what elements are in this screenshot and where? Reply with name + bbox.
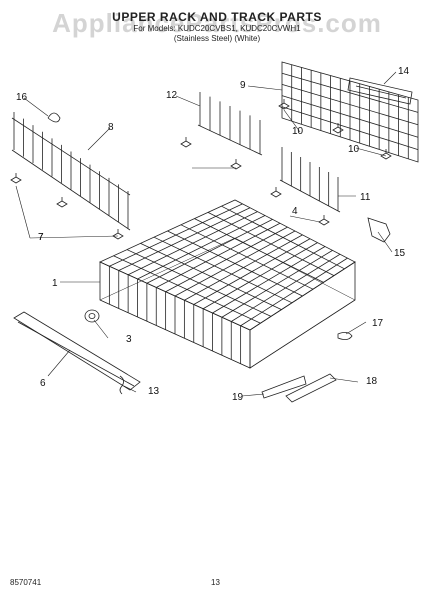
callout-9: 9	[240, 80, 246, 91]
model-variant: (Stainless Steel) (White)	[173, 34, 261, 43]
callout-7: 7	[38, 232, 44, 243]
doc-number: 8570741	[10, 578, 42, 587]
part-12-tine-row	[197, 92, 263, 156]
part-3-wheel	[84, 309, 100, 323]
callout-17: 17	[372, 318, 384, 329]
part-19-rail-left	[261, 375, 307, 399]
callout-4: 4	[292, 206, 298, 217]
part-1-upper-rack	[99, 199, 356, 369]
callout-12: 12	[166, 90, 178, 101]
model-numbers: For Models: KUDC20CVBS1, KUDC20CVWH1	[133, 24, 301, 33]
part-18-rail	[285, 373, 337, 403]
watermark: AppliancePartsPros.com	[52, 8, 382, 38]
callout-8: 8	[108, 122, 114, 133]
callout-3: 3	[126, 334, 132, 345]
part-6-track	[13, 311, 141, 391]
part-16-clip	[47, 112, 61, 123]
part-13-clip	[119, 375, 124, 395]
part-9-grid-panel	[281, 61, 419, 163]
callout-16: 16	[16, 92, 28, 103]
callout-6: 6	[40, 378, 46, 389]
part-11-tine-row	[279, 147, 341, 213]
callout-1: 1	[52, 278, 58, 289]
part-8-tine-row	[11, 112, 131, 231]
small-clips	[10, 99, 392, 240]
diagram-title: UPPER RACK AND TRACK PARTS	[112, 10, 322, 24]
part-17-stop	[337, 332, 353, 340]
callout-13: 13	[148, 386, 160, 397]
callout-11: 11	[360, 192, 371, 203]
callout-7: 7	[38, 232, 44, 243]
callout-10: 10	[292, 126, 304, 137]
callout-18: 18	[366, 376, 378, 387]
callout-19: 19	[232, 392, 244, 403]
callout-10: 10	[348, 144, 360, 155]
part-15-bracket	[367, 217, 391, 243]
page-number: 13	[211, 578, 220, 587]
callout-15: 15	[394, 248, 406, 259]
part-14-clip-strip	[347, 77, 413, 105]
callout-14: 14	[398, 66, 410, 77]
